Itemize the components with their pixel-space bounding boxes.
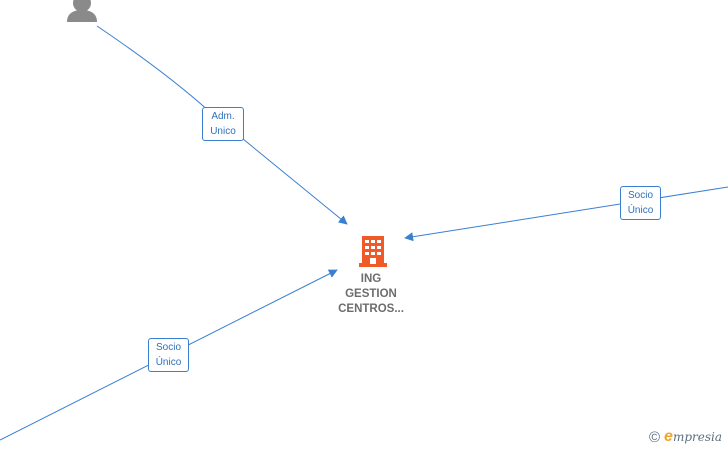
edge-label-line: Unico: [210, 126, 236, 137]
edge-label-line: Único: [155, 357, 182, 368]
copyright-icon: ©: [648, 428, 661, 446]
company-name[interactable]: ING GESTION CENTROS...: [315, 272, 427, 317]
edge-label-line: Socio: [627, 190, 653, 201]
brand-initial: e: [664, 428, 673, 445]
edge-label-line: Único: [627, 205, 654, 216]
brand-name: mpresia: [672, 430, 722, 444]
edge-socio-unico-right: [404, 186, 728, 242]
company-name-line: ING: [360, 273, 382, 285]
brand-watermark: © e mpresia: [649, 428, 722, 446]
edge-label-line: Socio: [155, 342, 181, 353]
edge-label-socio-unico-left[interactable]: Socio Único: [148, 338, 189, 372]
person-icon[interactable]: [67, 0, 97, 22]
edge-label-adm-unico[interactable]: Adm. Unico: [202, 107, 244, 141]
company-name-line: CENTROS...: [338, 303, 404, 315]
edge-label-socio-unico-right[interactable]: Socio Único: [620, 186, 661, 220]
company-name-line: GESTION: [345, 288, 397, 300]
building-icon[interactable]: [359, 236, 387, 267]
edge-label-line: Adm.: [211, 111, 235, 122]
